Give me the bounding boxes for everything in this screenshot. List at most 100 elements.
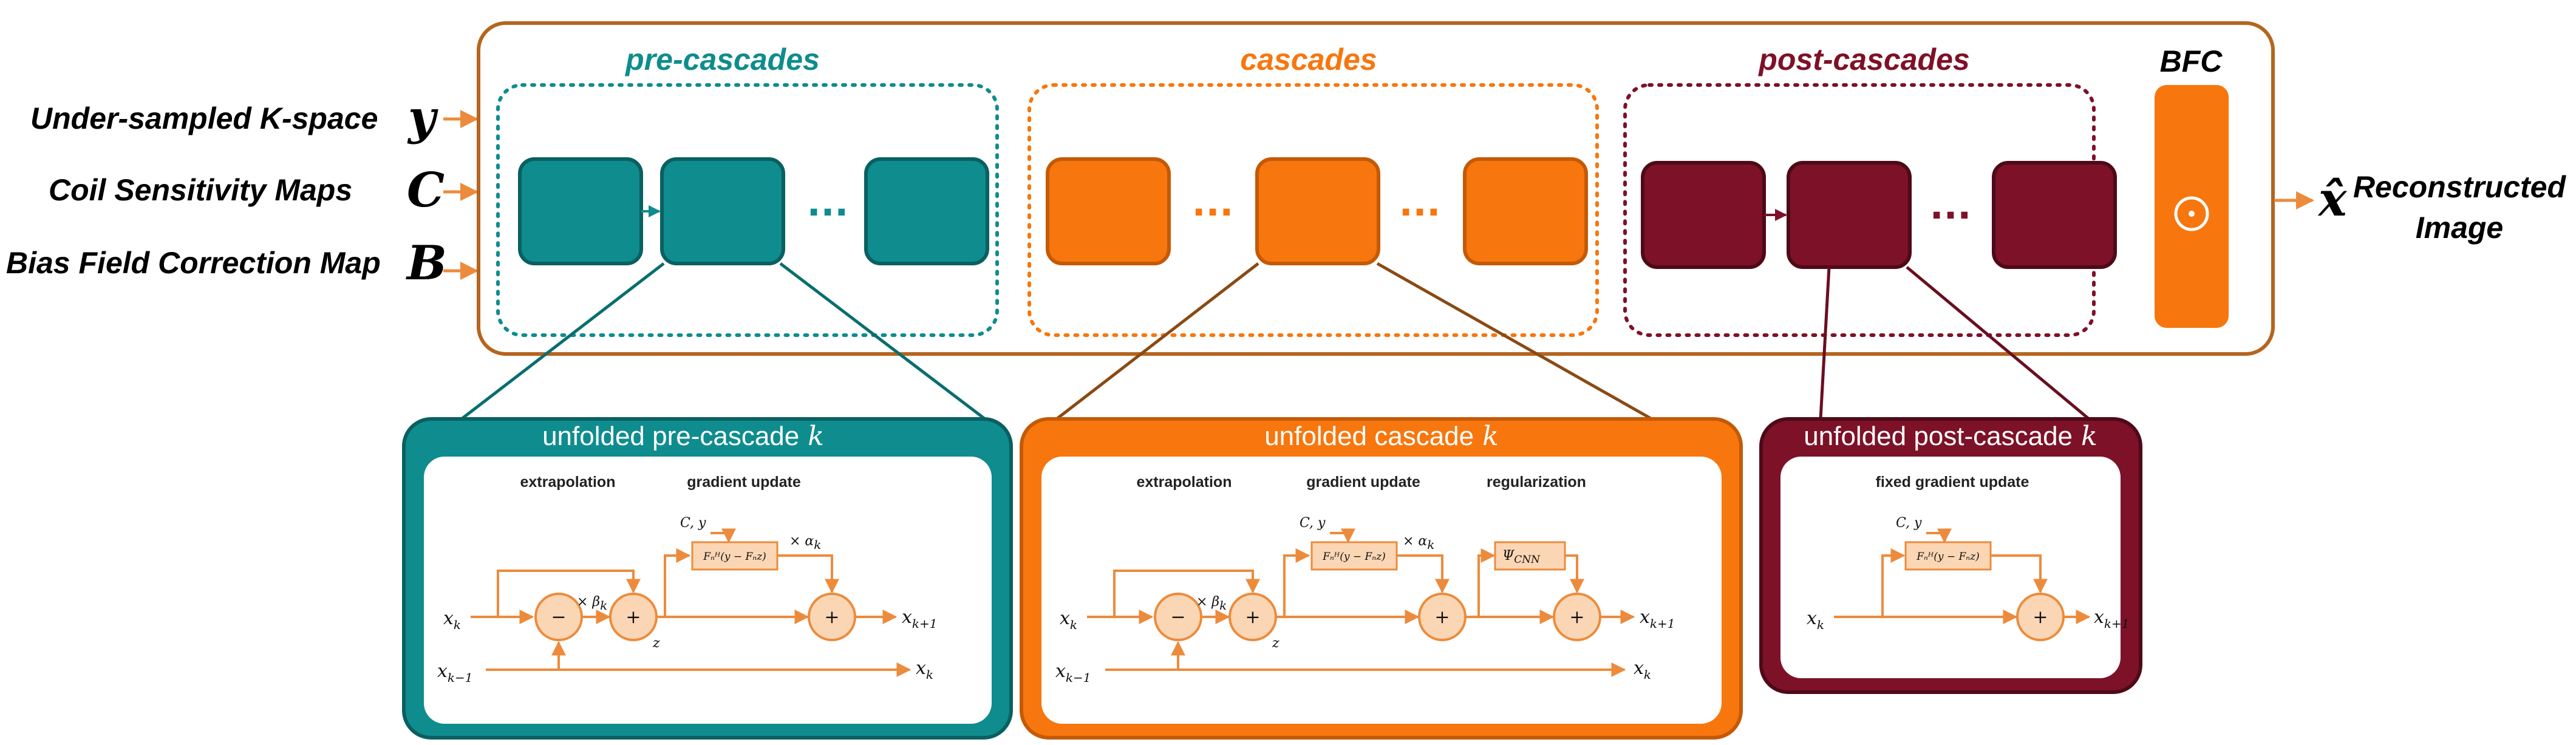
pre-gradient-text: Fₙᴴ(y − Fₙz)	[703, 551, 766, 563]
cascades-title: cascades	[1240, 43, 1377, 77]
pre-cascade-block-last	[864, 157, 989, 265]
cascade-block-1	[1046, 157, 1171, 265]
post-cascade-block-k	[1787, 161, 1912, 269]
output: x̂ Reconstructed Image	[2274, 170, 2566, 245]
pre-cascades-group: pre-cascades ···	[496, 43, 999, 337]
cascade-block-k	[1255, 157, 1380, 265]
pre-cascade-block-1	[518, 157, 643, 265]
post-xk-in: xk	[1807, 608, 1824, 632]
pre-wire-8	[710, 528, 736, 543]
cas-xkp1-out: xk+1	[1640, 607, 1675, 631]
pre-xk-in: xk	[443, 608, 461, 632]
unfolded-post-step-fixed-gradient: fixed gradient update	[1876, 474, 2029, 491]
post-plus-sign: +	[2033, 607, 2048, 628]
cas-plus-sign-2: +	[1434, 607, 1450, 628]
unfolded-cas-step-regularization: regularization	[1487, 474, 1586, 491]
pre-cy-label: C, y	[680, 515, 706, 531]
pre-xkm1-in: xk−1	[437, 661, 473, 685]
bfc-block: BFC	[2155, 44, 2229, 328]
post-cascade-block-last	[1992, 161, 2117, 269]
cas-zoom-line-right	[1376, 262, 1653, 421]
post-wire-3	[1926, 528, 1952, 543]
output-label-line1: Reconstructed	[2353, 170, 2567, 204]
cas-alpha-label: × αk	[1403, 534, 1434, 552]
post-cascades-title: post-cascades	[1757, 43, 1969, 77]
cascades-ellipsis-1: ···	[1192, 191, 1233, 234]
post-cascades-group: post-cascades ···	[1623, 43, 2117, 337]
post-gradient-text: Fₙᴴ(y − Fₙz)	[1916, 551, 1980, 563]
bfc-title: BFC	[2160, 44, 2223, 78]
unfolded-pre-inner	[424, 457, 992, 724]
post-cascades-ellipsis: ···	[1930, 194, 1971, 237]
unfolded-cas-inner	[1041, 457, 1722, 724]
input-label-coil: Coil Sensitivity Maps	[49, 173, 352, 207]
input-label-kspace: Under-sampled K-space	[30, 101, 378, 135]
cas-plus-sign-1: +	[1245, 607, 1260, 628]
cas-wire-12	[1565, 554, 1584, 594]
post-cascade-block-1	[1641, 161, 1766, 269]
unfolded-pre-step-gradient: gradient update	[687, 474, 801, 491]
cas-xkm1-in: xk−1	[1055, 661, 1091, 685]
post-wire-4	[1991, 554, 2048, 594]
pre-plus-sign-1: +	[625, 607, 641, 628]
cas-gradient-text: Fₙᴴ(y − Fₙz)	[1322, 551, 1386, 563]
cas-xk-in: xk	[1060, 608, 1077, 632]
pre-wire-7	[664, 548, 691, 617]
pre-zoom-line-right	[779, 262, 986, 420]
pre-cascades-ellipsis: ···	[807, 191, 848, 234]
pipeline-frame	[477, 21, 2275, 356]
cas-cy-label: C, y	[1300, 515, 1326, 531]
pre-wire-9	[777, 554, 839, 594]
post-cascades-dotted-box	[1623, 83, 2096, 337]
cas-z-label: z	[1272, 636, 1279, 651]
pre-wire-2	[497, 570, 641, 617]
pre-plus-sign-2: +	[824, 607, 839, 628]
input-label-bias: Bias Field Correction Map	[6, 246, 381, 280]
pre-xkp1-out: xk+1	[902, 607, 938, 631]
pre-z-label: z	[652, 636, 660, 651]
post-cy-label: C, y	[1896, 515, 1922, 531]
pre-zoom-line-left	[460, 262, 665, 420]
unfolded-pre-step-extrapolation: extrapolation	[520, 474, 616, 491]
input-symbol-c: C	[407, 163, 445, 218]
pre-minus-sign: −	[551, 607, 566, 628]
post-wire-2	[1881, 548, 1906, 617]
pre-alpha-label: × αk	[789, 534, 821, 552]
post-zoom-line-left	[1819, 267, 1831, 420]
post-xkp1-out: xk+1	[2094, 607, 2130, 631]
post-gradient-block	[1904, 541, 1992, 571]
pre-cascade-block-k	[660, 157, 785, 265]
pre-cascades-dotted-box	[496, 83, 999, 337]
cascades-group: cascades ··· ···	[1027, 43, 1599, 337]
cas-zoom-line-left	[1055, 262, 1259, 420]
cas-plus-sign-3: +	[1569, 607, 1584, 628]
post-zoom-line-right	[1906, 266, 2090, 420]
unfolded-cas-step-gradient: gradient update	[1306, 474, 1420, 491]
hadamard-icon-dot	[2189, 211, 2195, 217]
cas-wire-8	[1330, 528, 1355, 543]
unfolded-cas-step-extrapolation: extrapolation	[1137, 474, 1232, 491]
hadamard-icon	[2174, 196, 2209, 231]
input-symbol-b: B	[406, 236, 447, 291]
cascade-block-last	[1463, 157, 1588, 265]
pre-cascades-title: pre-cascades	[624, 43, 820, 77]
zoom-connectors	[460, 262, 2090, 421]
output-label-line2: Image	[2416, 211, 2504, 245]
cas-wire-9	[1397, 554, 1450, 594]
cas-wire-7	[1283, 548, 1310, 617]
bfc-bar	[2155, 85, 2229, 328]
cas-gradient-block	[1310, 541, 1398, 571]
cas-wire-11	[1477, 548, 1496, 617]
cascades-ellipsis-2: ···	[1399, 191, 1440, 234]
cas-xk-out: xk	[1634, 658, 1651, 682]
pre-xk-out: xk	[916, 658, 933, 682]
pre-beta-label: × βk	[577, 594, 607, 613]
cas-wire-2	[1113, 570, 1260, 617]
cas-cnn-text: ΨCNN	[1502, 548, 1541, 566]
